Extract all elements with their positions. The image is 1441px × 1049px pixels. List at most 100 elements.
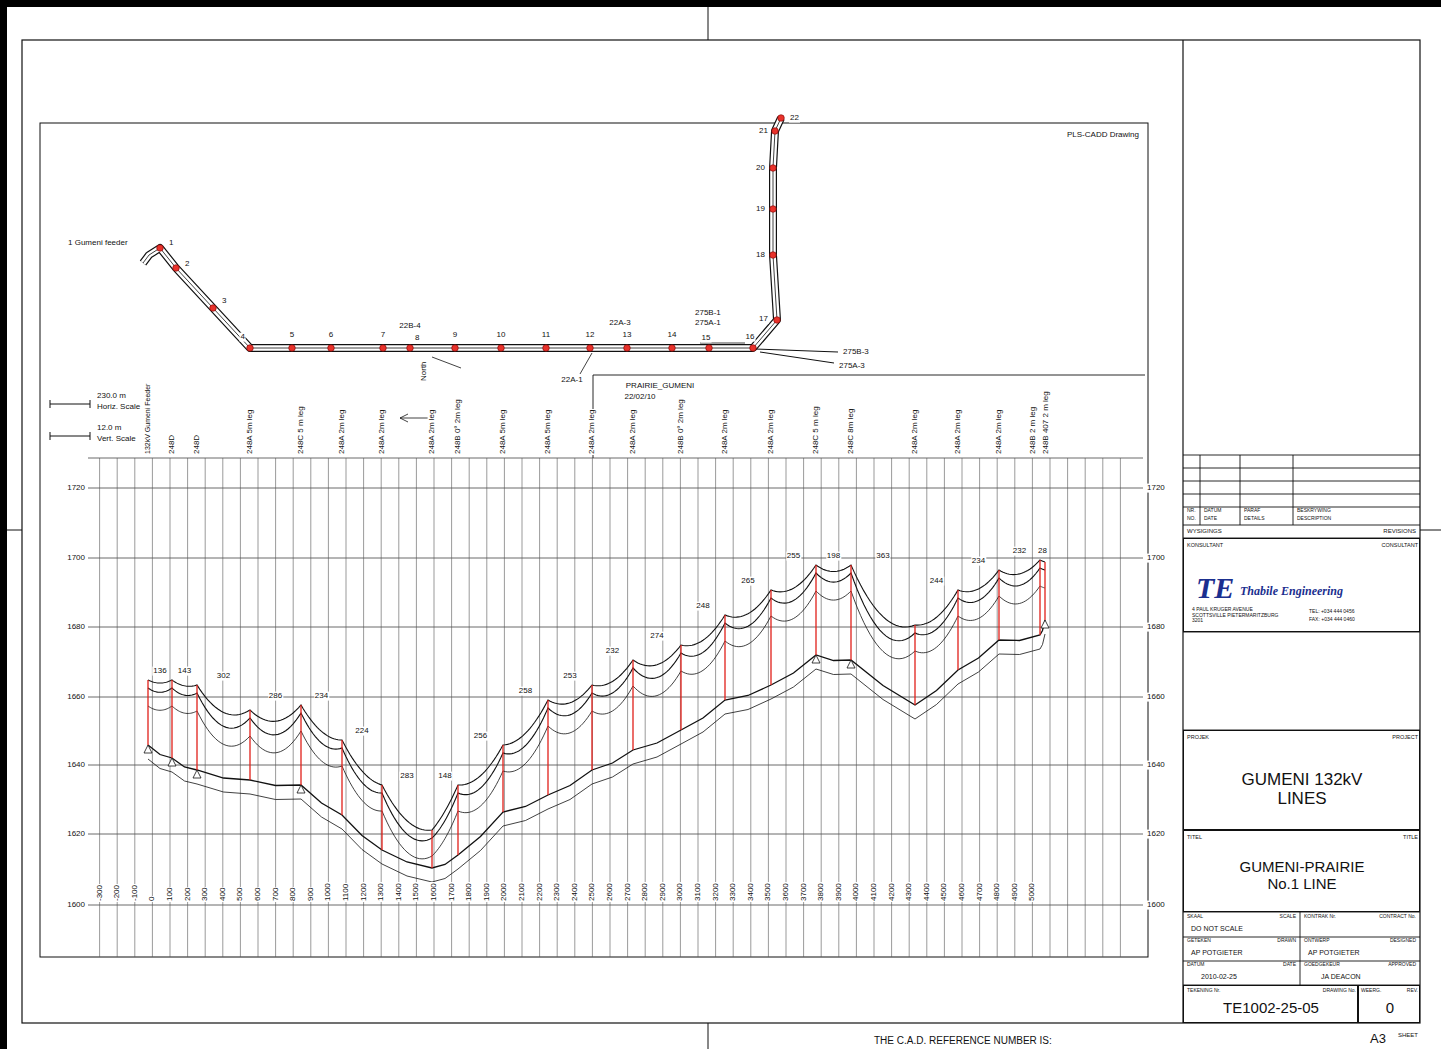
conductor-hot xyxy=(148,568,1045,841)
station-label: 2300 xyxy=(553,882,562,902)
title-block-line xyxy=(1183,455,1420,456)
structure-marker xyxy=(1041,620,1049,628)
plan-label: 1 Gumeni feeder xyxy=(67,239,129,248)
station-label: 2400 xyxy=(570,882,579,902)
elevation-label: 1720 xyxy=(1146,484,1166,493)
north-arrow xyxy=(400,418,428,419)
station-label: 1000 xyxy=(324,882,333,902)
station-label: 4300 xyxy=(905,882,914,902)
plan-label: 22A-1 xyxy=(560,376,583,385)
structure-label: 248C 5 m leg xyxy=(297,405,306,455)
title-block-line xyxy=(1183,961,1420,962)
elevation-label: 1700 xyxy=(66,554,86,563)
elevation-label: 1720 xyxy=(66,484,86,493)
title-block-label: NO. xyxy=(1186,516,1197,522)
span-length: 232 xyxy=(605,647,620,656)
structure-label: 248A 2m leg xyxy=(954,409,963,455)
station-label: 1700 xyxy=(447,882,456,902)
title-block-line xyxy=(1240,455,1241,525)
plan-label: 20 xyxy=(755,164,766,173)
plan-label: 22A-3 xyxy=(608,319,631,328)
title-block-label: REVISIONS xyxy=(1382,528,1417,535)
box-text: TEL: +034 444 0456 xyxy=(1309,609,1354,615)
elevation-label: 1640 xyxy=(1146,761,1166,770)
tower-dot xyxy=(173,265,180,272)
branch-line xyxy=(700,343,745,344)
tower-line xyxy=(147,680,148,745)
structure-label: 248C 5 m leg xyxy=(812,405,821,455)
plan-label: 9 xyxy=(452,331,458,340)
scale-label: Vert. Scale xyxy=(96,435,137,444)
scale-label: 12.0 m xyxy=(96,424,122,433)
station-label: 900 xyxy=(306,887,315,902)
box-text: 4 PAUL KRUGER AVENUE SCOTTSVILLE PIETERM… xyxy=(1192,607,1287,624)
tower-line xyxy=(381,785,382,850)
structure-marker xyxy=(297,785,305,793)
elevation-label: 1660 xyxy=(66,693,86,702)
structure-label: 248B 2 m leg xyxy=(1029,406,1038,455)
box-text: REV. xyxy=(1407,988,1418,994)
tower-dot xyxy=(778,115,785,122)
span-length: 244 xyxy=(929,577,944,586)
plan-label: 275B-1 xyxy=(694,309,722,318)
station-label: 4900 xyxy=(1010,882,1019,902)
structure-label: 248A 2m leg xyxy=(911,409,920,455)
sheet-note: PLS-CADD Drawing xyxy=(1066,131,1140,140)
span-length: 234 xyxy=(314,692,329,701)
tower-dot xyxy=(772,128,779,135)
title-block-label: DATE xyxy=(1282,962,1297,968)
span-length: 248 xyxy=(695,602,710,611)
route-line xyxy=(143,118,781,348)
tower-line xyxy=(724,615,725,700)
scale-label: Horiz. Scale xyxy=(96,403,141,412)
station-label: 500 xyxy=(236,887,245,902)
box-text: DRAWING No. xyxy=(1323,988,1356,994)
title-block-label: DESIGNED xyxy=(1389,938,1417,944)
tower-line xyxy=(502,745,503,812)
grid-line xyxy=(1067,458,1068,957)
plan-label: 21 xyxy=(758,127,769,136)
box-text: 0 xyxy=(1386,1000,1394,1017)
title-block-label: DATUM xyxy=(1203,508,1222,514)
grid-line xyxy=(1085,458,1086,957)
structure-marker xyxy=(847,660,855,668)
title-block-label: A3 xyxy=(1369,1032,1387,1046)
station-label: 0 xyxy=(148,896,157,902)
plan-label: 5 xyxy=(289,331,295,340)
box-text: TE1002-25-05 xyxy=(1223,1000,1319,1017)
plan-label: 3 xyxy=(221,297,227,306)
elevation-label: 1640 xyxy=(66,761,86,770)
title-block-line xyxy=(1183,525,1420,526)
tower-line xyxy=(547,700,548,795)
elevation-label: 1660 xyxy=(1146,693,1166,702)
title-block-line xyxy=(1183,494,1420,495)
span-length: 234 xyxy=(971,557,986,566)
tower-line xyxy=(850,565,851,660)
span-length: 198 xyxy=(826,552,841,561)
structure-label: 248C 8m leg xyxy=(847,408,856,455)
title-block-line xyxy=(1183,468,1420,469)
tower-line xyxy=(171,680,172,758)
title-block-label: 2010-02-25 xyxy=(1200,973,1238,981)
plan-label: 15 xyxy=(701,334,712,343)
span-length: 232 xyxy=(1012,547,1027,556)
title-block-label: SHEET xyxy=(1397,1032,1419,1039)
tower-line xyxy=(770,590,771,685)
station-label: 1400 xyxy=(394,882,403,902)
box-text: PROJECT xyxy=(1392,734,1418,740)
north-arrow xyxy=(400,414,408,422)
tower-dot xyxy=(587,345,594,352)
station-label: -100 xyxy=(130,884,139,902)
structure-label: 248B 407 2 m leg xyxy=(1042,390,1051,455)
grid-line xyxy=(99,458,100,957)
station-label: 3500 xyxy=(764,882,773,902)
station-label: 3800 xyxy=(817,882,826,902)
plan-label: 7 xyxy=(380,331,386,340)
station-label: 3300 xyxy=(729,882,738,902)
span-length: 258 xyxy=(518,687,533,696)
grid-line xyxy=(88,627,1143,628)
tower-line xyxy=(457,785,458,855)
structure-label: 248A 5m leg xyxy=(499,409,508,455)
elevation-label: 1600 xyxy=(66,901,86,910)
station-label: 800 xyxy=(289,887,298,902)
